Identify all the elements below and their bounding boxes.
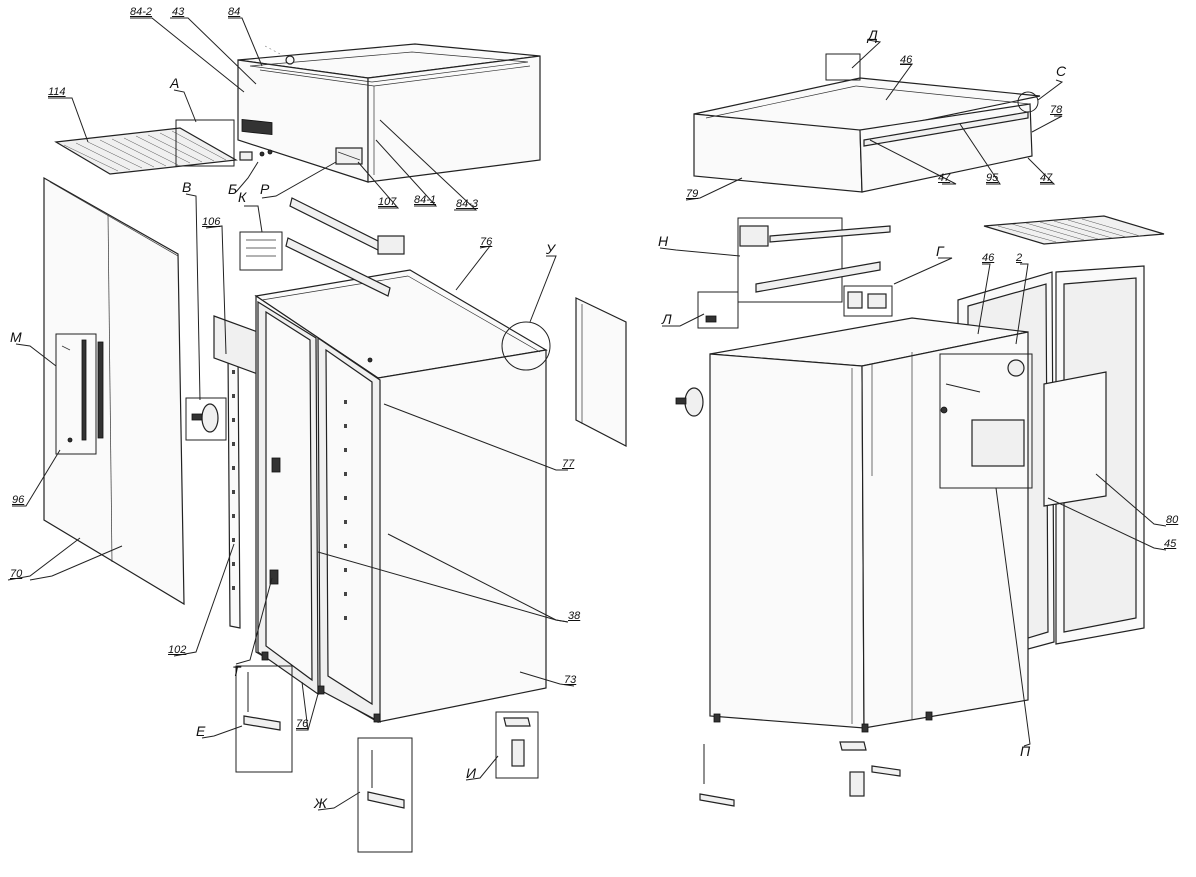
callout-107: 107 [378,196,397,208]
callout-b: Б [228,181,238,197]
top-frame-right [693,77,1041,193]
callout-73: 73 [564,674,577,686]
callout-106: 106 [202,216,221,228]
lock-v [185,397,227,441]
callout-80: 80 [1166,514,1179,526]
callout-102: 102 [168,644,187,656]
callout-96: 96 [12,494,25,506]
callout-46-top: 46 [900,54,913,66]
callout-r: Р [260,181,270,197]
callout-u: У [546,241,555,257]
callout-78: 78 [1050,104,1063,116]
callout-47-left: 47 [938,172,951,184]
callout-47-right: 47 [1040,172,1053,184]
detail-circle-u [501,321,551,371]
callout-77: 77 [562,458,575,470]
callout-s: С [1056,63,1067,79]
callout-84-1: 84-1 [414,194,437,206]
detail-box-n [737,217,891,303]
shelf-grid-114 [54,127,238,175]
side-panel-loose [575,297,627,447]
callout-84-3: 84-3 [456,198,479,210]
top-rail-r [285,197,405,297]
leader-lines [7,17,1167,811]
callout-m: М [10,329,22,345]
handle-detail-box-m [55,333,97,455]
side-panel-80 [1043,371,1107,507]
callout-2: 2 [1016,252,1023,264]
callout-t: Т [232,663,241,679]
callout-114: 114 [48,86,66,98]
detail-box-d [825,53,861,81]
callout-79: 79 [686,188,699,200]
callout-38: 38 [568,610,581,622]
lamp-fixture [675,387,704,417]
right-cabinet-body [709,317,1029,733]
bottom-parts-right [699,741,901,807]
callout-p: П [1020,743,1031,759]
detail-box-g [843,285,893,317]
detail-box-e [235,665,293,773]
top-canopy-assembly [237,43,541,183]
callout-g: Г [936,243,944,259]
callout-84-2: 84-2 [130,6,153,18]
callout-84: 84 [228,6,241,18]
callout-l: Л [662,311,672,327]
callout-d: Д [868,27,878,43]
left-door-panel-70 [43,176,185,606]
detail-circle-s [1017,91,1039,113]
callout-i: И [466,765,477,781]
callout-v: В [182,179,192,195]
callout-n: Н [658,233,669,249]
callout-zh: Ж [314,795,327,811]
callout-70: 70 [10,568,23,580]
bracket-b [239,149,273,161]
callout-76-bottom: 76 [296,718,309,730]
main-cabinet-body [254,269,548,724]
callout-95: 95 [986,172,999,184]
callout-k: К [238,189,247,205]
callout-a: А [170,75,180,91]
detail-box-k [239,231,283,271]
shelf-grid-right [983,215,1165,245]
vertical-rail-102 [227,353,241,629]
callout-43: 43 [172,6,185,18]
callout-46-mid: 46 [982,252,995,264]
detail-box-zh [357,737,413,853]
callout-e: Е [196,723,206,739]
callout-45: 45 [1164,538,1177,550]
detail-box-i [495,711,539,779]
detail-box-l [697,291,739,329]
detail-box-a [175,119,235,167]
controller-detail-p [939,353,1033,489]
callout-76-top: 76 [480,236,493,248]
